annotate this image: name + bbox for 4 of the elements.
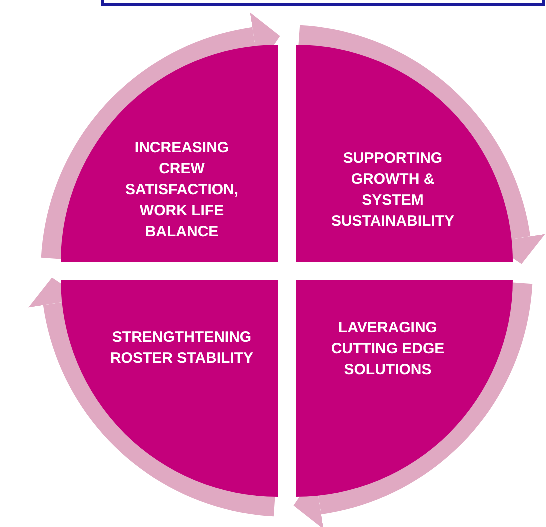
quadrant-label: SUPPORTING GROWTH & SYSTEM SUSTAINABILITY xyxy=(330,149,456,232)
quadrant-label: INCREASING CREW SATISFACTION, WORK LIFE BALANCE xyxy=(124,138,240,242)
quadrant-label: LAVERAGING CUTTING EDGE SOLUTIONS xyxy=(330,318,446,380)
quadrant-label: STRENGTHTENING ROSTER STABILITY xyxy=(109,328,255,369)
